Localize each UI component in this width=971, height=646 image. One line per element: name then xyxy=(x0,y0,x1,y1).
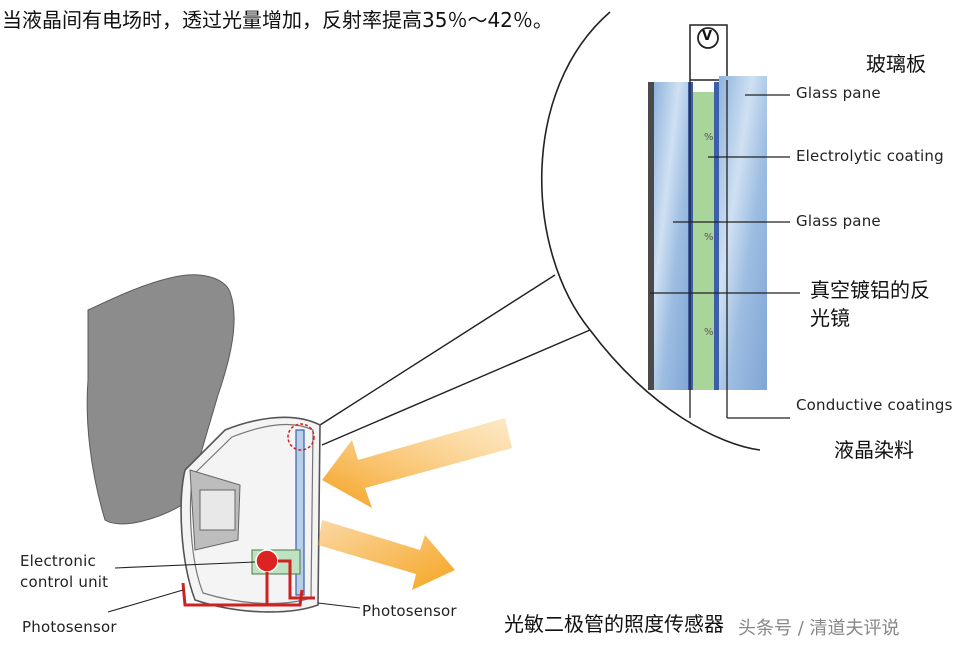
label-vacuum-mirror-line1: 真空镀铝的反 xyxy=(810,278,930,302)
label-electrolytic-coating: Electrolytic coating xyxy=(796,147,944,165)
magnifier-callout xyxy=(319,11,761,451)
label-photosensor-left: Photosensor xyxy=(22,618,117,636)
label-conductive-coatings: Conductive coatings xyxy=(796,396,953,414)
leader-lines xyxy=(650,94,800,419)
label-glass-pane-2: Glass pane xyxy=(796,212,881,230)
glass-cross-section: % % % xyxy=(648,76,767,418)
label-ecu-line1: Electronic xyxy=(20,552,96,570)
reflected-light-arrow xyxy=(318,520,455,590)
label-lc-dye: 液晶染料 xyxy=(834,438,914,462)
caption: 当液晶间有电场时，透过光量增加，反射率提高35％～42％。 xyxy=(2,8,553,32)
label-vacuum-mirror-line2: 光镜 xyxy=(810,306,850,330)
svg-text:%: % xyxy=(704,232,714,243)
svg-text:%: % xyxy=(704,132,714,143)
label-photosensor-right: Photosensor xyxy=(362,602,457,620)
label-photodiode: 光敏二极管的照度传感器 xyxy=(504,612,724,636)
incident-light-arrow xyxy=(322,418,512,508)
voltmeter-icon xyxy=(689,24,728,81)
label-glass-board: 玻璃板 xyxy=(866,52,926,76)
mirror-housing xyxy=(86,274,361,613)
label-ecu-line2: control unit xyxy=(20,573,109,591)
voltmeter-symbol: V xyxy=(702,29,713,44)
svg-text:%: % xyxy=(704,327,714,338)
label-glass-pane-1: Glass pane xyxy=(796,84,881,102)
watermark: 头条号 / 清道夫评说 xyxy=(738,618,900,639)
